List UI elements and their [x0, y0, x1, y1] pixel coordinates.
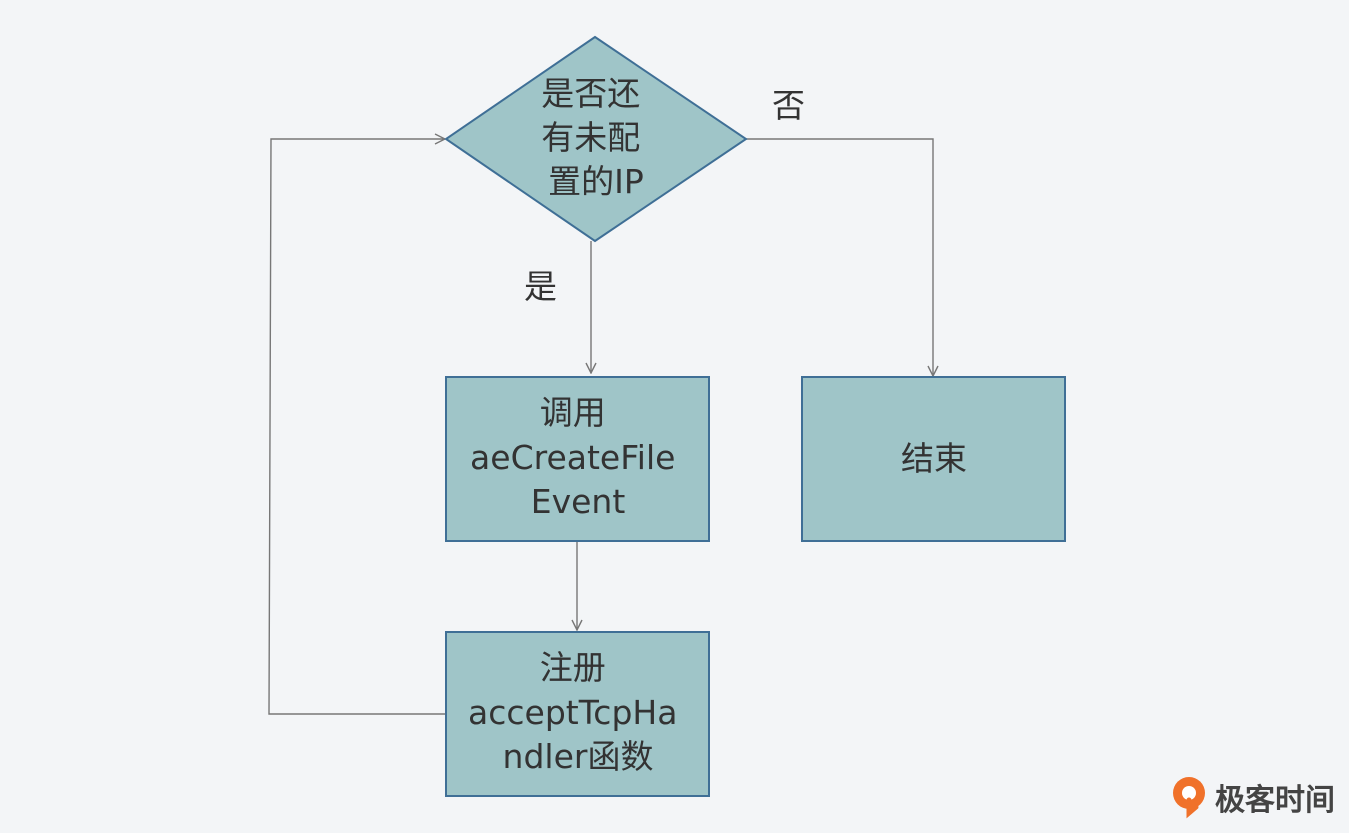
decision-line-2: 有未配	[541, 118, 640, 157]
register-text: 注册 acceptTcpHa ndler函数	[468, 648, 688, 776]
register-line-3: ndler函数	[503, 737, 654, 776]
decision-line-1: 是否还	[541, 74, 640, 113]
geektime-logo-icon	[1173, 777, 1205, 819]
edge-decision-to-end	[746, 138, 933, 376]
end-text: 结束	[901, 439, 967, 478]
call-create-line-3: Event	[531, 482, 626, 521]
decision-line-3: 置的IP	[548, 162, 644, 201]
call-create-text: 调用 aeCreateFile Event	[470, 393, 686, 521]
watermark: 极客时间	[1169, 775, 1335, 819]
end-box	[801, 376, 1066, 542]
register-line-1: 注册	[540, 648, 606, 687]
register-line-2: acceptTcpHa	[468, 693, 677, 732]
yes-label: 是	[524, 267, 557, 306]
edge-register-loop-back	[268, 139, 446, 715]
call-create-line-2: aeCreateFile	[470, 438, 675, 477]
decision-diamond	[444, 35, 748, 243]
call-create-box	[445, 376, 710, 542]
end-line-1: 结束	[901, 439, 967, 478]
register-box	[445, 631, 710, 797]
decision-text: 是否还 有未配 置的IP	[541, 74, 651, 201]
no-label: 否	[772, 86, 805, 125]
watermark-text: 极客时间	[1215, 783, 1335, 818]
call-create-line-1: 调用	[540, 393, 606, 432]
